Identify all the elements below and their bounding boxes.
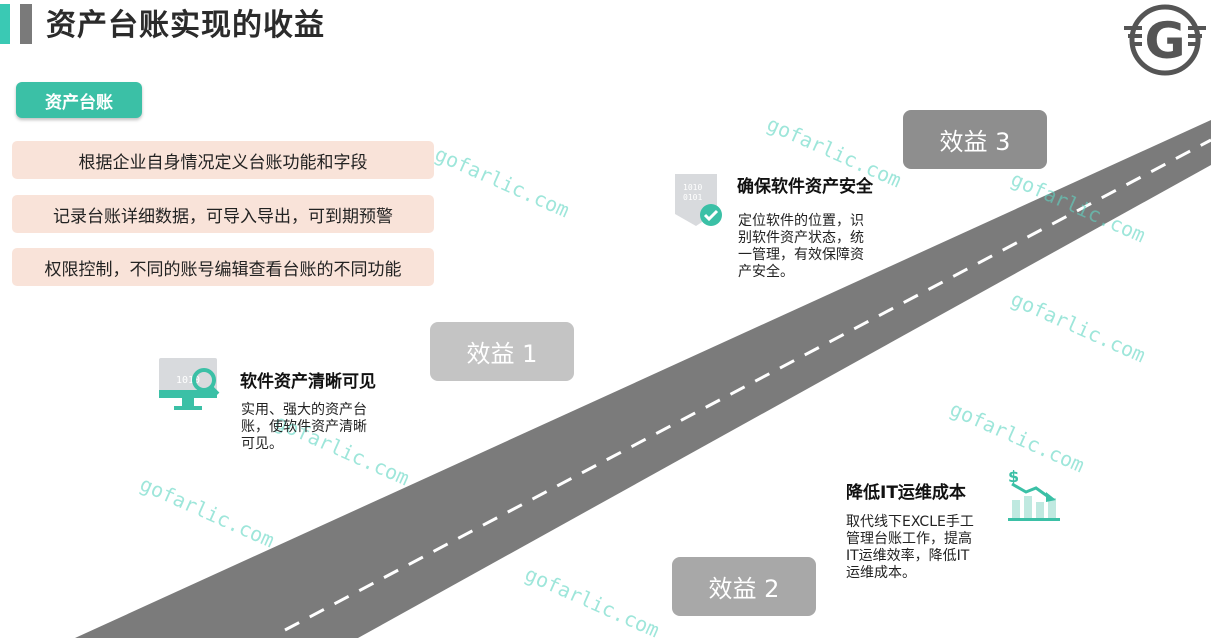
benefit-2-pill: 效益 2 [672, 557, 816, 616]
monitor-search-icon: 1010 [159, 358, 220, 410]
benefit-2-desc: 取代线下EXCLE手工 管理台账工作，提高 IT运维效率，降低IT 运维成本。 [846, 514, 974, 582]
desc-line: 账，使软件资产清晰 [241, 419, 367, 435]
road-center-line [284, 138, 1211, 632]
logo-icon: G [1124, 4, 1206, 76]
svg-text:G: G [1144, 12, 1185, 70]
desc-line: IT运维效率，降低IT [846, 548, 970, 564]
desc-line: 定位软件的位置，识 [738, 213, 864, 229]
benefit-1-title: 软件资产清晰可见 [240, 372, 376, 392]
benefit-3-title: 确保软件资产安全 [737, 177, 873, 197]
benefit-3-pill: 效益 3 [903, 110, 1047, 169]
svg-text:1010: 1010 [176, 375, 200, 386]
title-accent-bar-teal [0, 4, 10, 44]
benefit-3-desc: 定位软件的位置，识 别软件资产状态，统 一管理，有效保障资 产安全。 [738, 213, 864, 281]
desc-line: 实用、强大的资产台 [241, 402, 367, 418]
desc-line: 产安全。 [738, 264, 794, 280]
feature-item: 记录台账详细数据，可导入导出，可到期预警 [12, 195, 434, 233]
desc-line: 取代线下EXCLE手工 [846, 514, 974, 530]
feature-item: 权限控制，不同的账号编辑查看台账的不同功能 [12, 248, 434, 286]
page-title: 资产台账实现的收益 [46, 8, 325, 43]
desc-line: 运维成本。 [846, 565, 916, 581]
asset-ledger-badge: 资产台账 [16, 82, 142, 118]
benefit-1-pill: 效益 1 [430, 322, 574, 381]
file-shield-check-icon: 1010 0101 [675, 174, 722, 226]
desc-line: 可见。 [241, 436, 283, 452]
svg-text:1010: 1010 [683, 183, 702, 192]
cost-down-chart-icon: $ [1008, 467, 1060, 521]
benefit-1-desc: 实用、强大的资产台 账，使软件资产清晰 可见。 [241, 402, 367, 453]
desc-line: 别软件资产状态，统 [738, 230, 864, 246]
svg-text:0101: 0101 [683, 193, 702, 202]
title-accent-bar-gray [20, 4, 32, 44]
desc-line: 管理台账工作，提高 [846, 531, 972, 547]
desc-line: 一管理，有效保障资 [738, 247, 864, 263]
feature-item: 根据企业自身情况定义台账功能和字段 [12, 141, 434, 179]
svg-text:$: $ [1008, 467, 1019, 486]
road-surface [75, 120, 1211, 638]
benefit-2-title: 降低IT运维成本 [846, 483, 966, 503]
